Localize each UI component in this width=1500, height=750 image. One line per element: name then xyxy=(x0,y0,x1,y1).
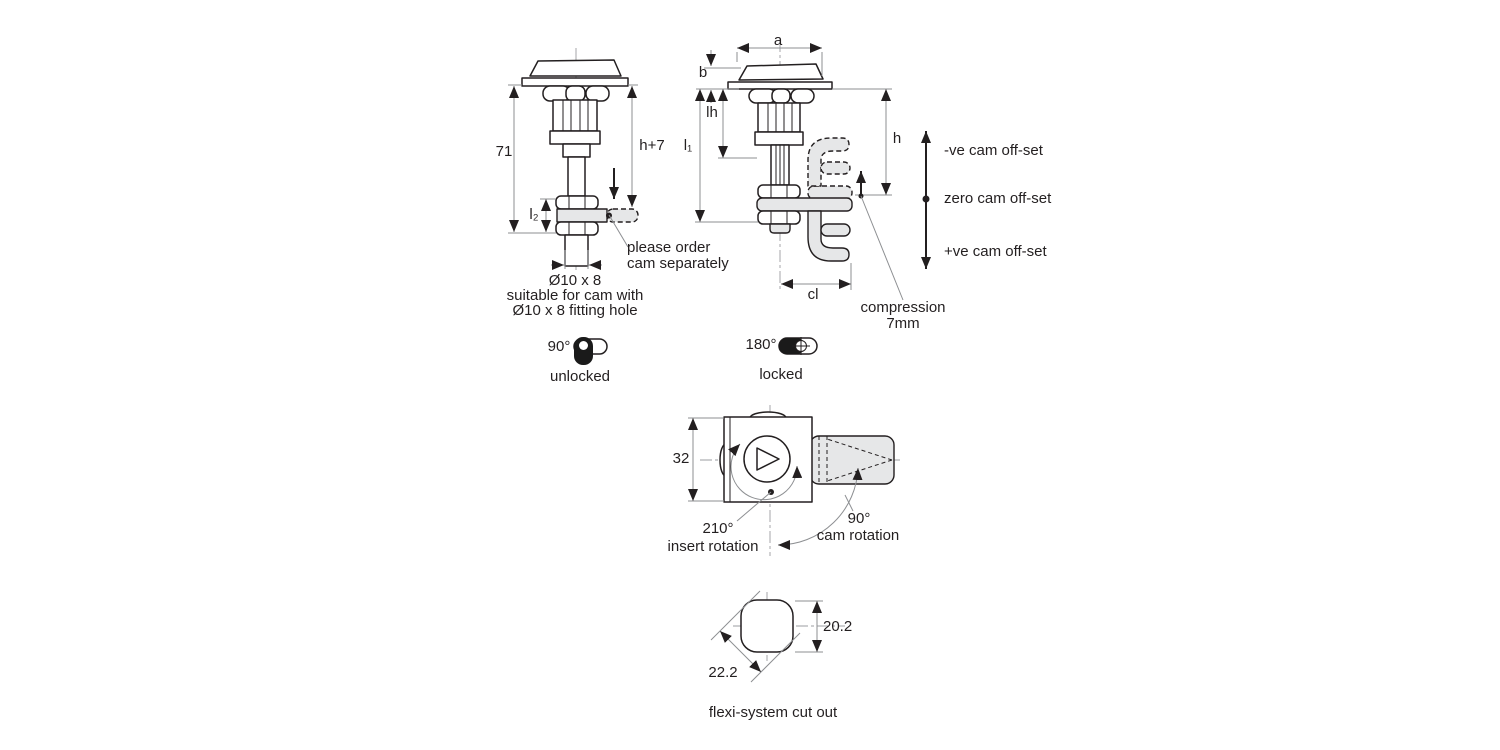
cam-rotation-arc xyxy=(777,467,863,550)
dim-label-a: a xyxy=(773,32,783,49)
lower-nut xyxy=(757,210,801,225)
cam-note-line2: cam separately xyxy=(627,255,729,272)
fitting-caption-line3: Ø10 x 8 fitting hole xyxy=(512,302,638,319)
locked-state-icon xyxy=(778,337,818,355)
cam-bracket xyxy=(807,210,850,262)
locked-angle-label: 180° xyxy=(745,336,777,353)
wing-head xyxy=(529,59,622,77)
cam-note-leader xyxy=(608,214,629,248)
dim-label-71: 71 xyxy=(495,143,513,160)
legend-positive-offset: +ve cam off-set xyxy=(944,243,1047,260)
fitting-caption-line2: suitable for cam with xyxy=(506,287,644,304)
key-cylinder-icon xyxy=(574,337,593,365)
unlocked-label: unlocked xyxy=(549,368,611,385)
cam-top-view xyxy=(809,435,895,485)
latch-side-view xyxy=(508,48,639,270)
cam-rotation-label: cam rotation xyxy=(816,527,900,544)
compression-note-line1: compression xyxy=(860,299,946,316)
zero-offset-dot xyxy=(922,195,930,203)
wing-head xyxy=(738,63,824,81)
dim-label-h: h xyxy=(892,130,902,147)
flange xyxy=(727,81,833,90)
shaft xyxy=(567,156,586,197)
dim-label-l1: l₁ xyxy=(683,137,693,154)
dim-label-32: 32 xyxy=(672,450,690,467)
insert-rotation-label: insert rotation xyxy=(667,538,759,555)
dim-label-h7: h+7 xyxy=(639,137,665,154)
flange xyxy=(521,77,629,87)
cutout-caption: flexi-system cut out xyxy=(708,704,838,721)
cam-note-line1: please order xyxy=(627,239,711,256)
dim-label-l2: l₂ xyxy=(529,206,539,223)
unlocked-state-icon xyxy=(573,337,608,365)
upper-nut xyxy=(555,195,599,210)
cutout-view xyxy=(710,590,845,683)
cutout-shape xyxy=(740,599,794,653)
compression-leader xyxy=(860,195,904,301)
latch-side-view-with-cam xyxy=(695,40,904,301)
compression-note-line2: 7mm xyxy=(886,315,920,332)
insert-rotation-angle: 210° xyxy=(702,520,734,537)
legend-negative-offset: -ve cam off-set xyxy=(944,142,1043,159)
dim-label-lh: lh xyxy=(706,104,718,121)
unlocked-angle-label: 90° xyxy=(547,338,571,355)
body-barrel xyxy=(757,102,801,133)
dim-label-222: 22.2 xyxy=(708,664,738,681)
cam-plate xyxy=(756,197,853,212)
cam-solid xyxy=(556,208,608,223)
cam-raised-dashed xyxy=(807,185,853,200)
latch-top-view xyxy=(688,405,900,556)
dim-label-cl: cl xyxy=(807,286,819,303)
locked-label: locked xyxy=(759,366,803,383)
lower-nut xyxy=(555,221,599,236)
cam-offset-legend xyxy=(921,131,931,269)
body-barrel xyxy=(552,99,598,132)
stem xyxy=(564,234,589,267)
dim-label-b: b xyxy=(698,64,708,81)
dim-label-202: 20.2 xyxy=(823,618,853,635)
cam-rotation-angle: 90° xyxy=(847,510,871,527)
fitting-caption-line1: Ø10 x 8 xyxy=(548,272,602,289)
upper-nut xyxy=(757,184,801,199)
legend-zero-offset: zero cam off-set xyxy=(944,190,1052,207)
